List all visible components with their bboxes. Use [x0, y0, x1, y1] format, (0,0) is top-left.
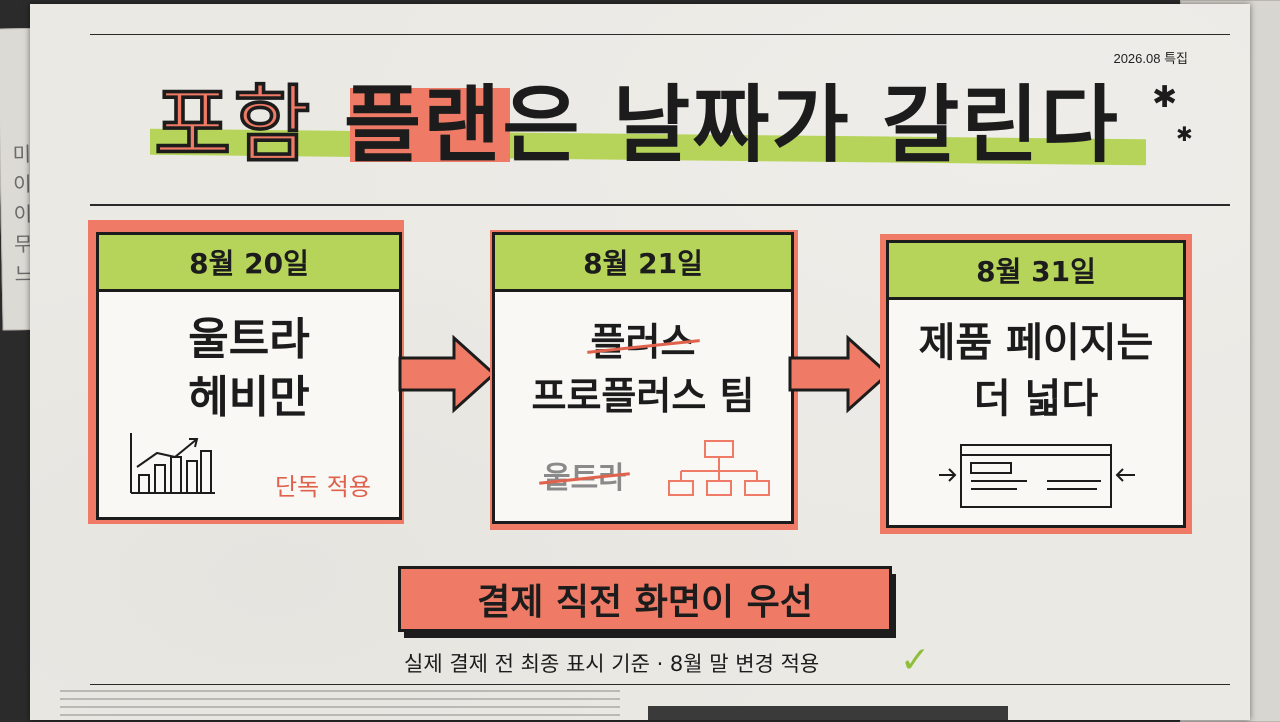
- card-2-struck-plan: 플러스: [591, 315, 696, 369]
- card-2-struck-small: 울트라: [543, 453, 626, 497]
- headline: 포함 플랜은 날짜가 갈린다: [150, 52, 1150, 182]
- check-icon: ✓: [900, 640, 931, 681]
- card-aug-31: 8월 31일 제품 페이지는 더 넓다: [886, 240, 1186, 528]
- wide-page-icon: [939, 444, 1135, 508]
- card-3-line-2: 더 넓다: [973, 376, 1099, 422]
- card-2-title: 플러스 프로플러스 팀: [495, 315, 791, 423]
- arrow-right-icon: [398, 334, 497, 414]
- org-chart-icon: [668, 440, 770, 496]
- bottom-rule: [90, 684, 1230, 685]
- top-rule: [90, 34, 1230, 35]
- card-3-title: 제품 페이지는 더 넓다: [889, 315, 1183, 427]
- headline-text: 포함 플랜은 날짜가 갈린다: [154, 58, 1120, 179]
- card-1-title: 울트라 헤비만: [99, 311, 399, 427]
- subline: 실제 결제 전 최종 표시 기준 · 8월 말 변경 적용: [404, 652, 820, 676]
- card-3-date: 8월 31일: [889, 243, 1183, 300]
- headline-part-3: 은 날짜가 갈린다: [502, 76, 1120, 174]
- headline-part-2: 플랜: [343, 76, 503, 174]
- sparkle-icon: ✱: [1152, 80, 1178, 115]
- card-1-line-2: 헤비만: [188, 372, 310, 423]
- card-2-date: 8월 21일: [495, 235, 791, 292]
- fineprint-texture: [60, 690, 620, 718]
- edition-label: 2026.08 특집: [1113, 51, 1188, 66]
- bar-chart-icon: [130, 433, 215, 494]
- card-aug-20: 8월 20일 울트라 헤비만 단독 적용: [96, 232, 402, 520]
- headline-highlight-mark: [350, 88, 510, 162]
- card-3-line-1: 제품 페이지는: [918, 320, 1154, 366]
- card-2-main: 프로플러스 팀: [531, 374, 755, 418]
- sparkle-icon: ✱: [1176, 122, 1193, 146]
- headline-part-1: 포함: [154, 76, 344, 175]
- card-2-struck-small-text: 울트라: [543, 453, 626, 497]
- card-aug-21: 8월 21일 플러스 프로플러스 팀 울트라: [492, 232, 794, 524]
- card-1-date: 8월 20일: [99, 235, 399, 292]
- card-1-note: 단독 적용: [275, 473, 371, 501]
- bottom-photo-strip: [648, 706, 1008, 720]
- card-1-line-1: 울트라: [188, 314, 310, 365]
- headline-rule: [90, 204, 1230, 206]
- callout-banner: 결제 직전 화면이 우선: [398, 566, 892, 632]
- arrow-right-icon: [788, 334, 891, 414]
